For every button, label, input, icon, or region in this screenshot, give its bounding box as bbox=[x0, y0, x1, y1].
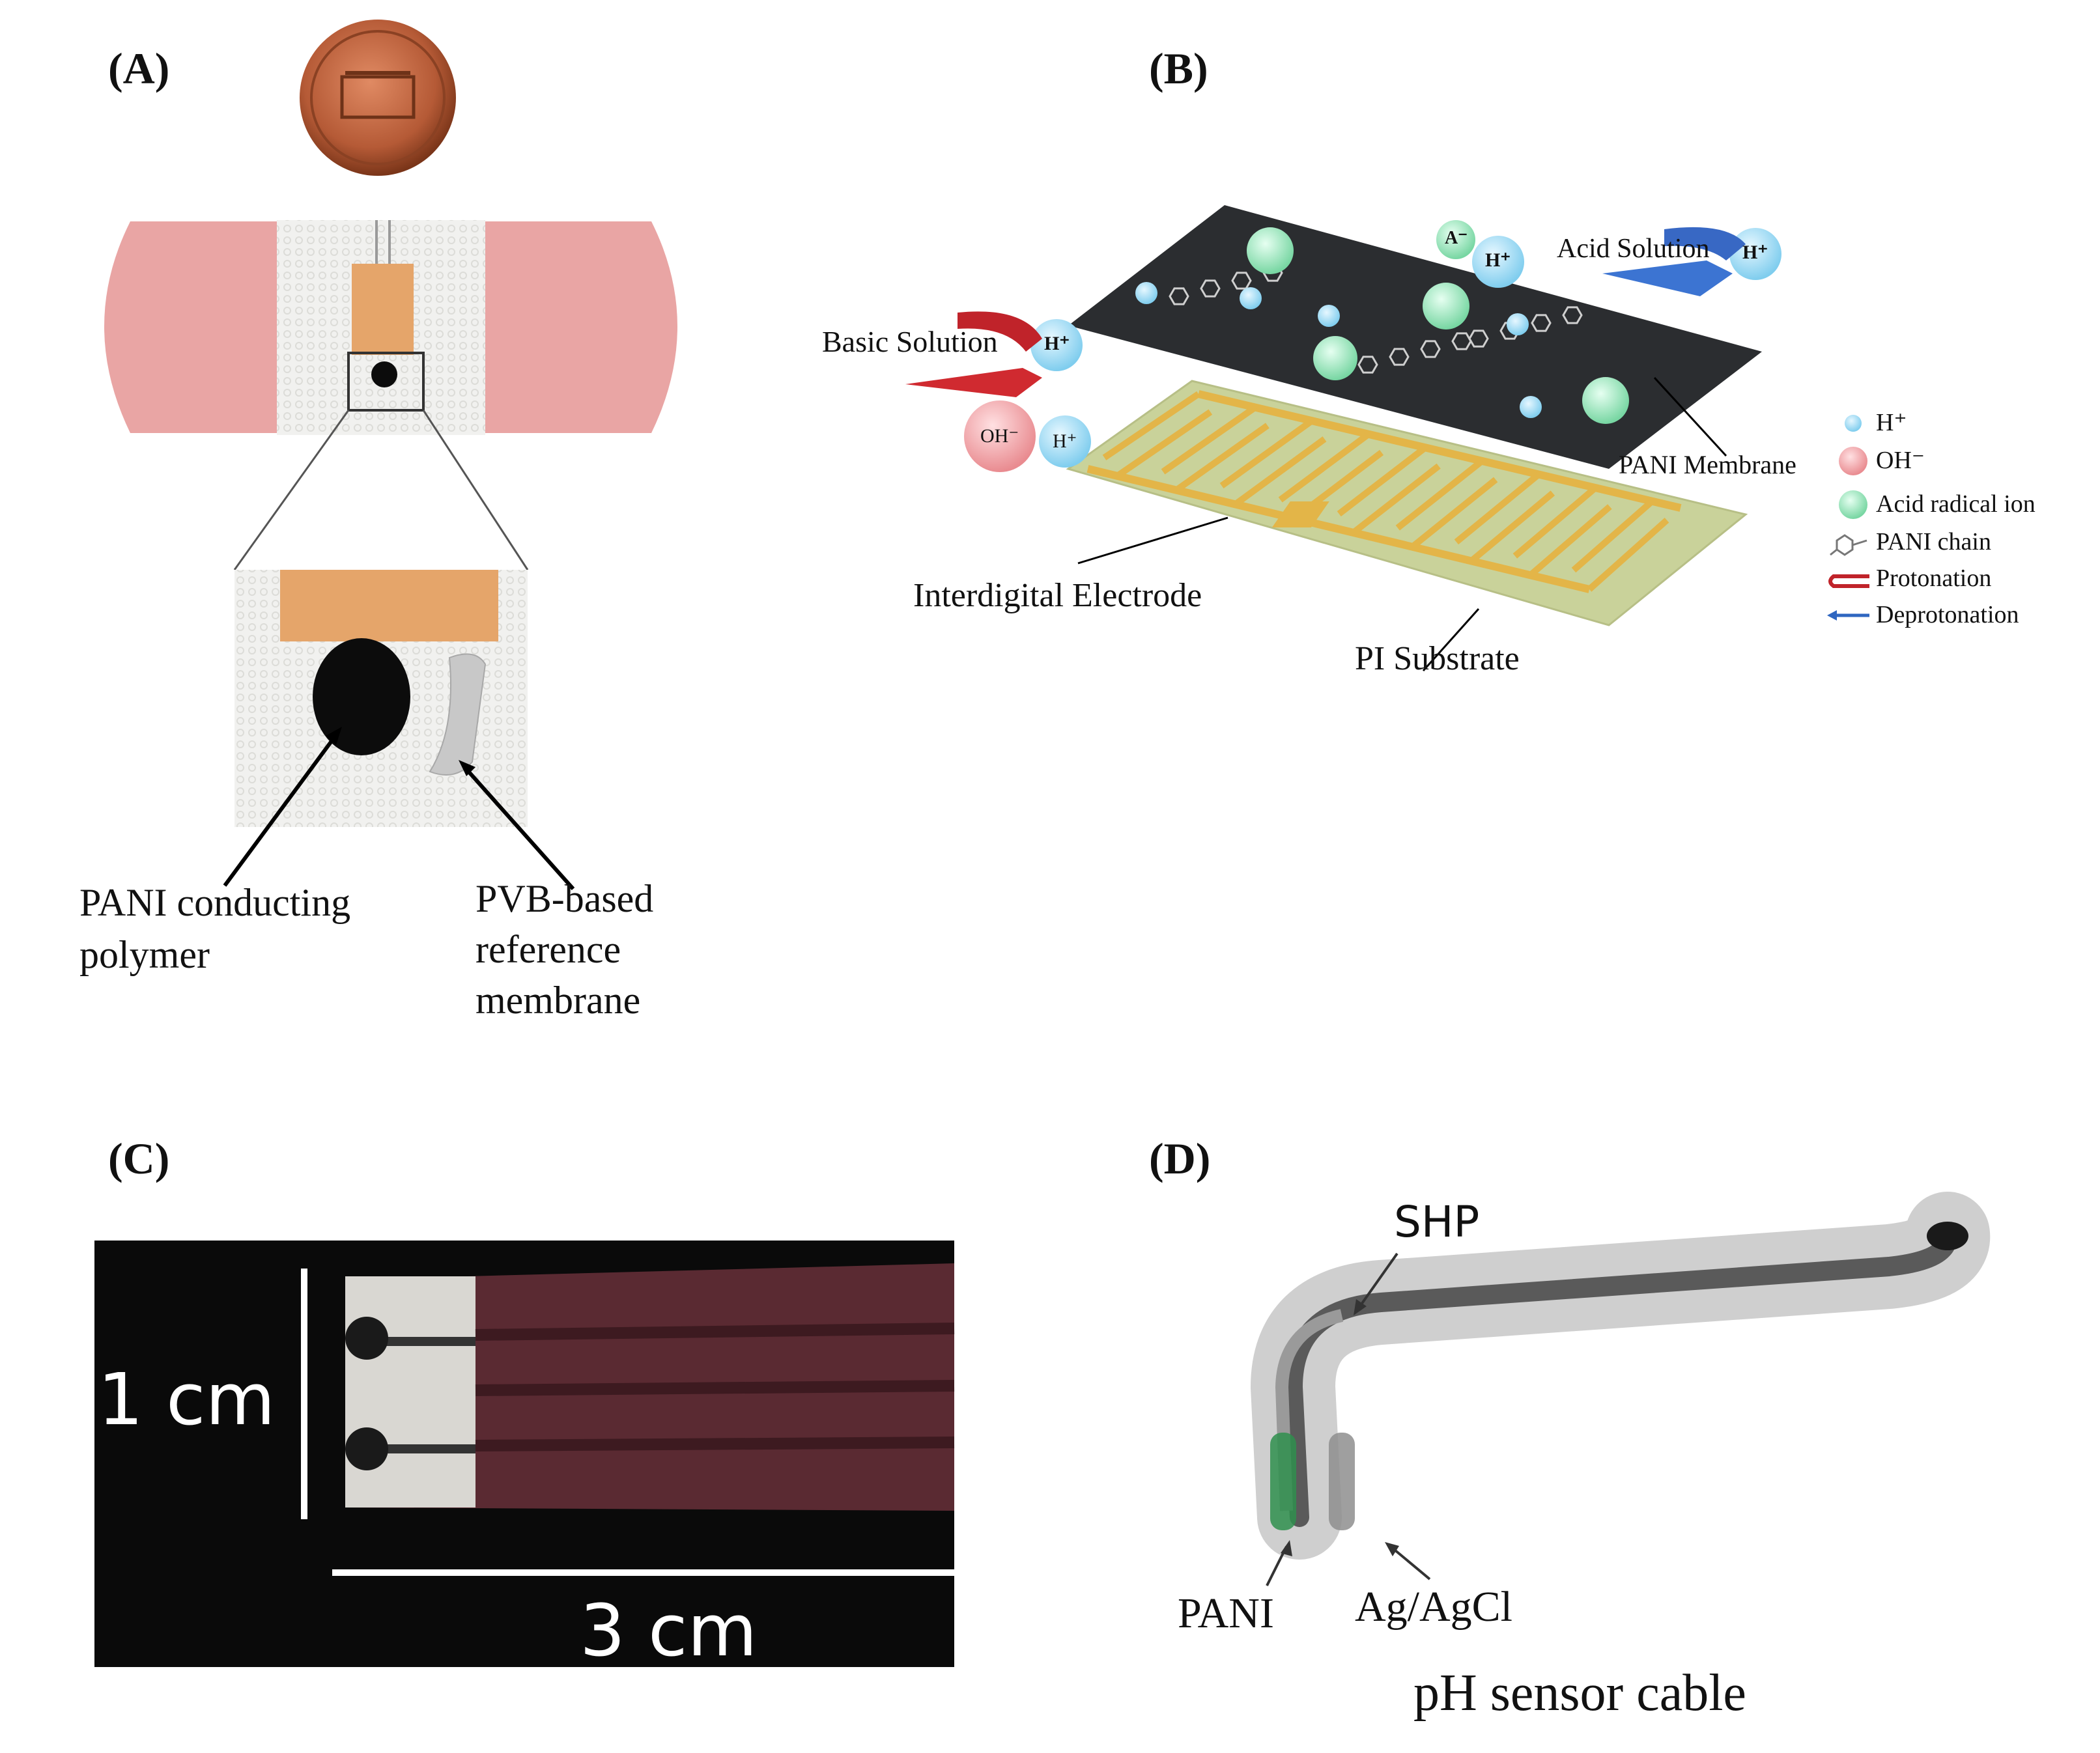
panel-a-illustration bbox=[104, 20, 677, 890]
legend-pani-chain-text: PANI chain bbox=[1876, 528, 1991, 555]
a-minus-text: A⁻ bbox=[1445, 228, 1468, 248]
ph-sensor-cable-title: pH sensor cable bbox=[1413, 1664, 1746, 1722]
interdigital-electrode-label: Interdigital Electrode bbox=[913, 577, 1202, 614]
pani-core-label: PANI bbox=[1178, 1590, 1274, 1637]
pani-label-line1: PANI conducting bbox=[79, 881, 351, 924]
deprotonation-arrow bbox=[1602, 227, 1746, 296]
h-plus-text-top: H⁺ bbox=[1485, 249, 1511, 271]
pi-substrate bbox=[1066, 380, 1748, 626]
oh-minus-text: OH⁻ bbox=[980, 425, 1019, 447]
pvb-label-line1: PVB-based bbox=[475, 877, 654, 920]
legend-deprotonation-text: Deprotonation bbox=[1876, 601, 2019, 628]
legend-h-plus-text: H⁺ bbox=[1876, 409, 1907, 436]
h-plus-ion-oh bbox=[1039, 415, 1091, 468]
panel-a-letter: (A) bbox=[108, 44, 170, 93]
h-plus-text-oh: H⁺ bbox=[1053, 430, 1077, 452]
legend-icons bbox=[1827, 415, 1869, 621]
panel-d-letter: (D) bbox=[1149, 1134, 1211, 1183]
panel-c-letter: (C) bbox=[108, 1134, 170, 1183]
pani-membrane-label: PANI Membrane bbox=[1619, 450, 1796, 479]
acid-solution-label: Acid Solution bbox=[1557, 234, 1710, 264]
legend-protonation-text: Protonation bbox=[1876, 565, 1992, 592]
pani-label-line2: polymer bbox=[79, 933, 210, 976]
h-plus-ion-top bbox=[1472, 236, 1524, 288]
zoom-inset bbox=[234, 570, 528, 827]
h-plus-text-acid: H⁺ bbox=[1742, 242, 1768, 263]
scale-1cm-label: 1 cm bbox=[98, 1358, 276, 1441]
a-minus-ion bbox=[1436, 220, 1475, 259]
pi-substrate-label: PI Substrate bbox=[1355, 640, 1520, 677]
h-plus-text-basic: H⁺ bbox=[1044, 333, 1070, 354]
pani-membrane bbox=[1068, 205, 1762, 469]
bandage-patch bbox=[104, 220, 677, 435]
panel-b-illustration bbox=[905, 205, 1869, 672]
h-plus-ion-basic bbox=[1030, 319, 1083, 371]
penny-coin bbox=[300, 20, 456, 176]
legend-oh-minus-text: OH⁻ bbox=[1876, 447, 1925, 474]
pvb-label-line2: reference bbox=[475, 928, 621, 971]
panel-b-letter: (B) bbox=[1149, 44, 1208, 93]
legend-acid-radical-text: Acid radical ion bbox=[1876, 490, 2036, 518]
agagcl-label: Ag/AgCl bbox=[1355, 1583, 1513, 1631]
pvb-label-line3: membrane bbox=[475, 979, 641, 1022]
protonation-arrow bbox=[905, 311, 1042, 397]
oh-minus-ion bbox=[964, 400, 1036, 472]
shp-label: SHP bbox=[1394, 1197, 1480, 1247]
scale-3cm-label: 3 cm bbox=[580, 1589, 758, 1672]
basic-solution-label: Basic Solution bbox=[822, 325, 998, 358]
